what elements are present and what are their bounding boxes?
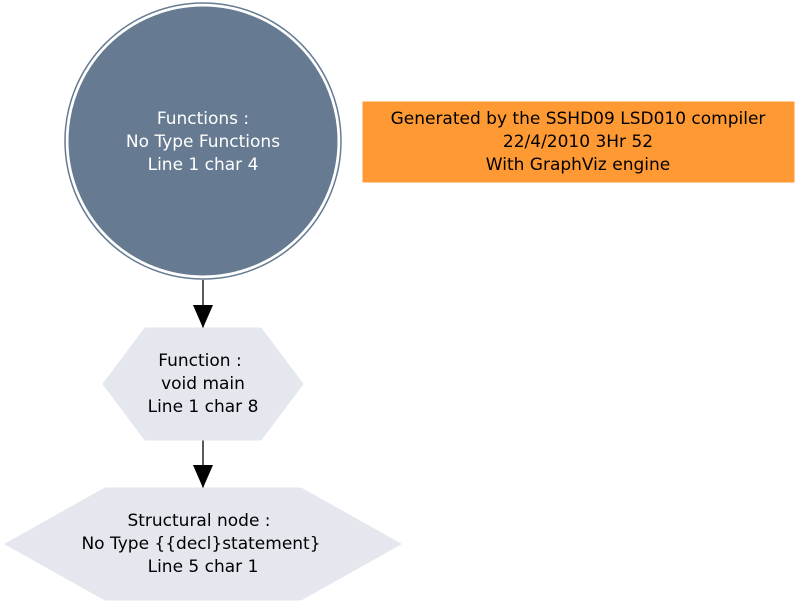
generator-banner-line-2: 22/4/2010 3Hr 52 — [503, 132, 653, 152]
edge-functions-to-function-main — [193, 280, 213, 328]
node-function-main-shape — [102, 327, 304, 441]
node-structural-node-shape — [3, 487, 403, 601]
node-structural-node-line-3: Line 5 char 1 — [148, 557, 259, 577]
node-function-main-line-3: Line 1 char 8 — [148, 397, 259, 417]
node-function-main[interactable]: Function : void main Line 1 char 8 — [102, 327, 304, 441]
node-functions-shape — [68, 6, 338, 276]
node-functions-line-1: Functions : — [157, 109, 249, 129]
generator-banner-line-3: With GraphViz engine — [486, 155, 670, 175]
node-structural-node[interactable]: Structural node : No Type {{decl}stateme… — [3, 487, 403, 601]
edge-function-main-to-structural-node — [193, 440, 213, 488]
generator-banner: Generated by the SSHD09 LSD010 compiler … — [362, 101, 795, 183]
node-structural-node-line-1: Structural node : — [127, 511, 270, 531]
node-functions[interactable]: Functions : No Type Functions Line 1 cha… — [64, 2, 342, 280]
generator-banner-box — [362, 101, 795, 183]
node-functions-line-3: Line 1 char 4 — [148, 155, 259, 175]
node-functions-line-2: No Type Functions — [126, 132, 280, 152]
node-function-main-line-1: Function : — [158, 351, 241, 371]
node-function-main-line-2: void main — [161, 374, 245, 394]
node-structural-node-line-2: No Type {{decl}statement} — [81, 534, 320, 554]
generator-banner-line-1: Generated by the SSHD09 LSD010 compiler — [391, 109, 766, 129]
